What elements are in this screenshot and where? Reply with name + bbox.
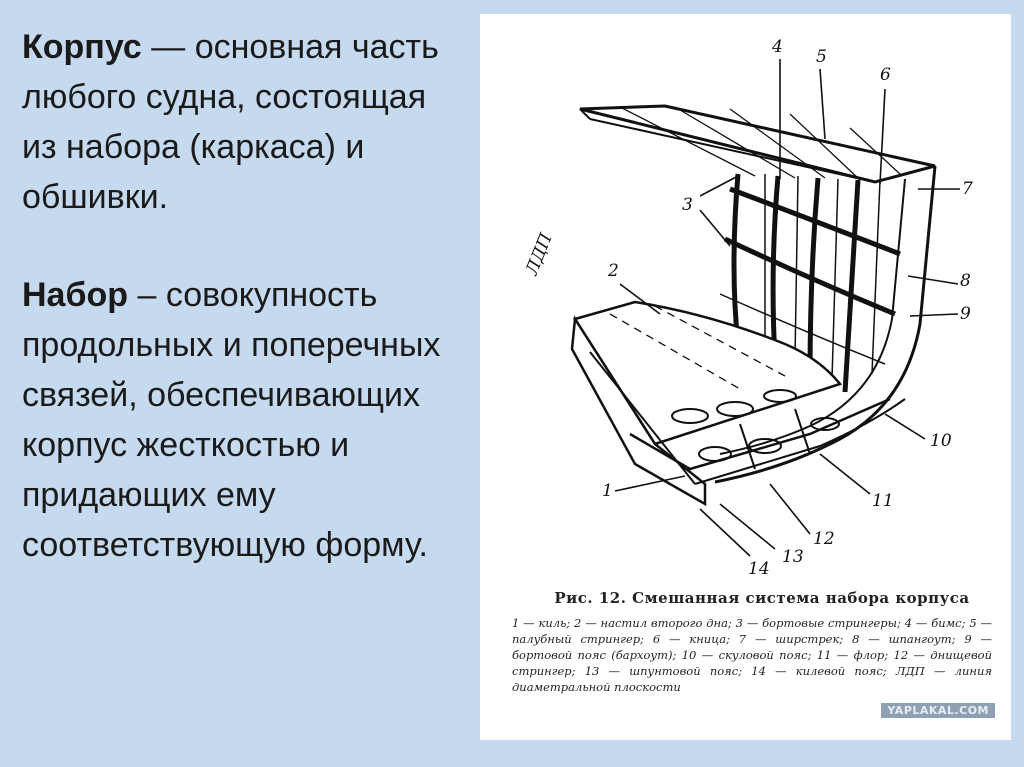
inner-bottom-dashes: [609, 305, 786, 390]
caption-legend: 1 — киль; 2 — настил второго дна; 3 — бо…: [512, 616, 992, 694]
definition-framing: Набор – совокупность продольных и попере…: [22, 270, 462, 570]
label-6: 6: [880, 65, 891, 85]
label-7: 7: [962, 179, 973, 199]
hull-framing-diagram: 4 5 6 7 3 2 8 9 10 11 12 13 14 1 ЛДП: [522, 37, 973, 579]
label-11: 11: [872, 491, 894, 511]
label-5: 5: [816, 47, 827, 67]
text-block: Корпус — основная часть любого судна, со…: [22, 22, 462, 570]
definition-hull: Корпус — основная часть любого судна, со…: [22, 22, 462, 222]
label-10: 10: [930, 431, 952, 451]
label-14: 14: [748, 559, 770, 579]
floors: [671, 389, 840, 470]
leader-lines: [614, 59, 960, 557]
side-shell: [714, 165, 937, 484]
label-12: 12: [813, 529, 835, 549]
label-13: 13: [782, 547, 804, 567]
watermark: YAPLAKAL.COM: [881, 703, 995, 718]
caption-title: Рис. 12. Смешанная система набора корпус…: [554, 589, 970, 607]
definition-framing-text: – совокупность продольных и поперечных с…: [22, 276, 441, 564]
label-ldp: ЛДП: [522, 230, 557, 279]
term-framing: Набор: [22, 276, 129, 314]
deck-plank-lines: [619, 106, 901, 181]
label-2: 2: [607, 261, 619, 281]
hull-framing-figure: 4 5 6 7 3 2 8 9 10 11 12 13 14 1 ЛДП Рис…: [480, 14, 1011, 740]
definition-hull-text: — основная часть любого судна, состоящая…: [22, 28, 439, 216]
label-4: 4: [771, 37, 783, 57]
label-8: 8: [960, 271, 971, 291]
label-9: 9: [960, 304, 971, 324]
side-panels: [719, 174, 886, 380]
inner-bottom: [573, 300, 843, 446]
figure-caption: Рис. 12. Смешанная система набора корпус…: [512, 589, 992, 695]
label-3: 3: [682, 195, 693, 215]
term-hull: Корпус: [22, 28, 142, 66]
label-1: 1: [602, 481, 613, 501]
